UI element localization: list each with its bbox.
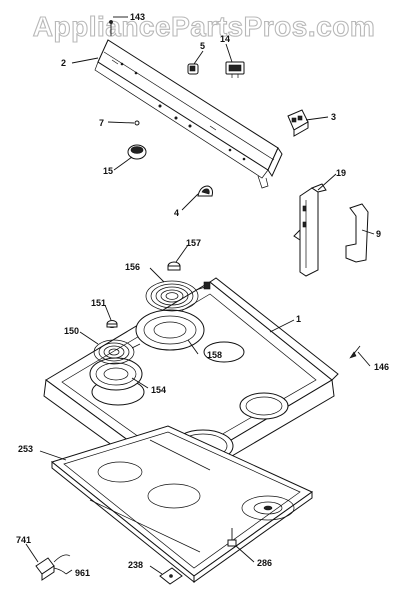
switch-block-part-3 — [287, 109, 309, 137]
callout-157: 157 — [186, 238, 201, 248]
callout-19: 19 — [336, 168, 346, 178]
callout-4: 4 — [174, 208, 179, 218]
callout-1: 1 — [296, 314, 301, 324]
callout-7: 7 — [99, 118, 104, 128]
receptacle-part-151 — [106, 320, 118, 328]
screw-part-7 — [134, 120, 140, 126]
switch-part-5 — [187, 63, 199, 75]
bracket-part-9 — [345, 203, 369, 263]
callout-3: 3 — [331, 112, 336, 122]
screw-part-146 — [349, 345, 361, 359]
infinite-switch-part-14 — [225, 61, 245, 78]
burner-coil-part-156 — [135, 280, 211, 351]
screw-part-286 — [227, 528, 237, 547]
wire-part-961 — [53, 567, 67, 575]
bracket-plate-part-238 — [159, 567, 183, 585]
watermark-text: AppliancePartsPros.com — [33, 11, 375, 42]
callout-2: 2 — [61, 58, 66, 68]
callout-151: 151 — [91, 298, 106, 308]
screw-part-143 — [109, 20, 113, 36]
callout-238: 238 — [128, 560, 143, 570]
callout-741: 741 — [16, 535, 31, 545]
callout-146: 146 — [374, 362, 389, 372]
callout-143: 143 — [130, 12, 145, 22]
callout-253: 253 — [18, 444, 33, 454]
callout-158: 158 — [207, 350, 222, 360]
burner-box-part-253 — [50, 425, 313, 584]
callout-961: 961 — [75, 568, 90, 578]
callout-286: 286 — [257, 558, 272, 568]
knob-part-15 — [127, 144, 147, 160]
callout-14: 14 — [220, 34, 230, 44]
callout-9: 9 — [376, 229, 381, 239]
callout-labels: 143 2 5 14 3 7 15 4 19 9 157 156 1 151 1… — [16, 12, 389, 578]
burner-coil-part-150 — [89, 339, 143, 391]
receptacle-part-157 — [167, 261, 181, 271]
callout-150: 150 — [64, 326, 79, 336]
callout-5: 5 — [200, 41, 205, 51]
knob-part-4 — [197, 185, 213, 197]
terminal-block-part-741 — [35, 554, 71, 581]
bracket-part-19 — [293, 183, 327, 277]
callout-15: 15 — [103, 166, 113, 176]
callout-156: 156 — [125, 262, 140, 272]
control-panel-part — [94, 39, 283, 189]
callout-154: 154 — [151, 385, 166, 395]
leader-lines — [25, 16, 375, 575]
